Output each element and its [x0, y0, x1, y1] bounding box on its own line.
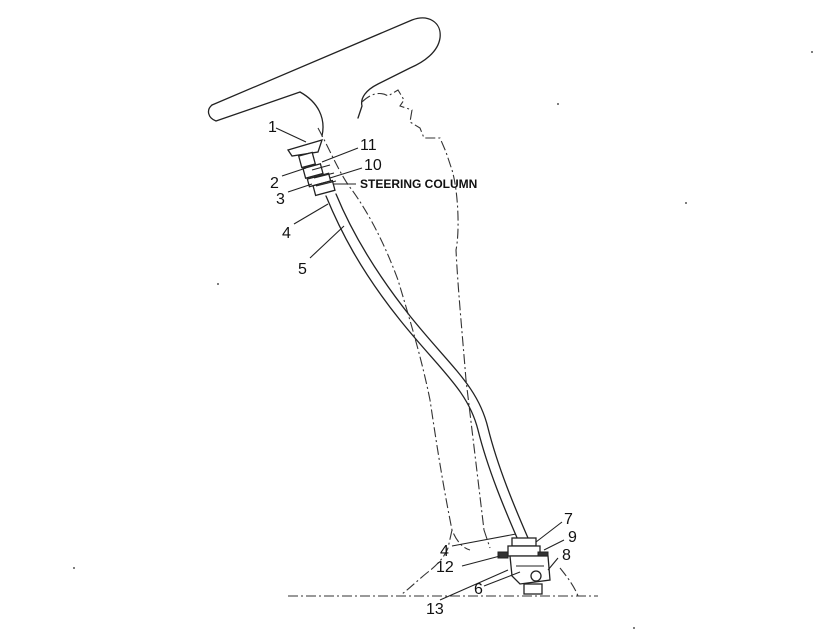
lower-fittings: [497, 537, 549, 559]
callout-4-upper: 4: [282, 225, 291, 242]
callout-4-lower: 4: [440, 543, 449, 560]
callout-6: 6: [474, 581, 483, 598]
leader-lines: [275, 127, 565, 601]
upper-fittings: [302, 163, 337, 197]
callout-10: 10: [364, 157, 382, 174]
callout-3: 3: [276, 191, 285, 208]
floor-line: [288, 567, 598, 597]
callout-5: 5: [298, 261, 307, 278]
control-cable: [325, 193, 529, 541]
callout-8: 8: [562, 547, 571, 564]
callout-9: 9: [568, 529, 577, 546]
steering-column-label: STEERING COLUMN: [360, 177, 477, 191]
callout-7: 7: [564, 511, 573, 528]
top-button: [286, 139, 324, 169]
scan-specks: [73, 51, 813, 629]
steering-column-housing: [317, 89, 491, 573]
callout-11: 11: [360, 137, 377, 154]
callout-1: 1: [268, 119, 277, 136]
steering-wheel: [207, 17, 441, 137]
callout-numbers: 1 11 10 2 3 4 5 7 9 4 8 12 6 13: [268, 119, 577, 618]
callout-13: 13: [426, 601, 444, 618]
lower-valve: [509, 555, 551, 595]
callout-2: 2: [270, 175, 279, 192]
callout-12: 12: [436, 559, 454, 576]
